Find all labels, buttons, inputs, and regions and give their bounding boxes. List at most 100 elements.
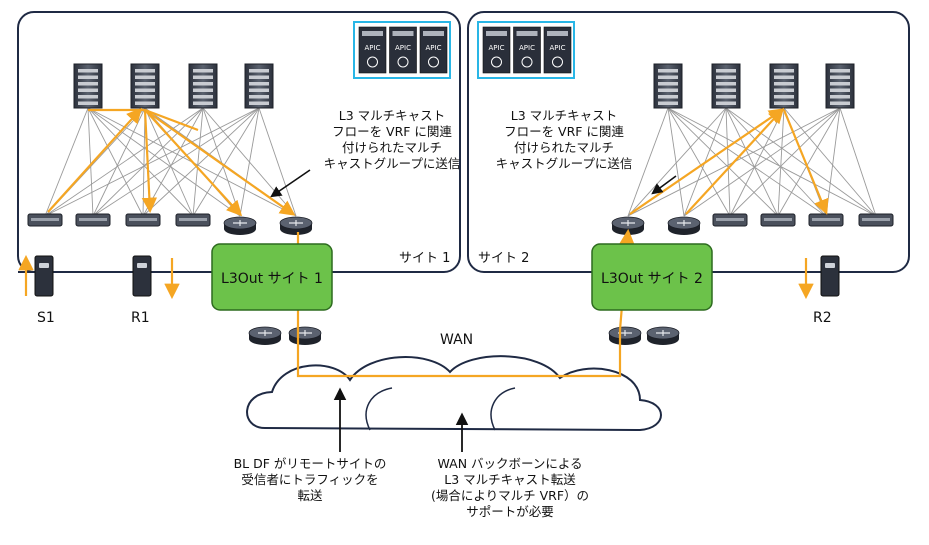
host-r2 — [820, 255, 840, 297]
flow-bl2-to-spine-site2 — [685, 107, 785, 215]
site1-border-leaf-1 — [223, 216, 257, 235]
fabric-link — [683, 107, 841, 217]
spine-switch-slot — [830, 95, 850, 99]
spine-switch-slot — [658, 69, 678, 73]
wan-note-right-line-3: (場合によりマルチ VRF）の — [430, 488, 590, 503]
spine-switch-slot — [658, 95, 678, 99]
fabric-link — [92, 107, 146, 217]
router-arrows-icon — [289, 220, 303, 226]
site2-annotation-line-4: キャストグループに送信 — [495, 156, 633, 171]
wan-note-left: BL DF がリモートサイトの 受信者にトラフィックを 転送 — [220, 456, 400, 504]
spine-switch-slot — [249, 101, 269, 105]
spine-switch-slot — [78, 88, 98, 92]
host-body — [820, 255, 840, 297]
apic-server-icon — [397, 56, 409, 68]
site2-leaf-1 — [712, 213, 748, 227]
fabric-link — [725, 107, 827, 217]
spine-switch-slot — [78, 95, 98, 99]
spine-switch-slot — [193, 82, 213, 86]
spine-switch-slot — [135, 82, 155, 86]
l3out-site1-box — [211, 243, 333, 311]
router-arrows-icon — [298, 330, 312, 336]
host-r1-label: R1 — [131, 310, 150, 326]
fabric-link — [627, 107, 669, 217]
spine-switch-slot — [830, 69, 850, 73]
fabric-link — [725, 107, 731, 217]
fabric-link — [667, 107, 827, 217]
router-arrows-icon — [656, 330, 670, 336]
spine-switch-slot — [658, 101, 678, 105]
fabric-link — [725, 107, 779, 217]
wan-note-left-line-2: 受信者にトラフィックを — [241, 472, 379, 487]
fabric-link — [667, 107, 731, 217]
spine-switch-slot — [658, 82, 678, 86]
site1-fabric-mesh — [44, 107, 297, 217]
apic-server-led — [362, 31, 383, 36]
site1-border-leaf-2 — [279, 216, 313, 235]
router-arrows-icon — [258, 330, 272, 336]
host-bay — [825, 263, 835, 268]
site1-annotation-line-1: L3 マルチキャスト — [338, 108, 446, 123]
flow-bl-to-spine-site2 — [629, 108, 785, 215]
spine-switch-slot — [78, 69, 98, 73]
spine-switch-slot — [193, 69, 213, 73]
host-bay — [39, 263, 49, 268]
fabric-link — [667, 107, 779, 217]
site1-annotation-line-3: 付けられたマルチ — [341, 140, 442, 155]
apic-server-led — [486, 31, 507, 36]
site2-spine-4 — [825, 63, 855, 109]
wan-note-right: WAN バックボーンによる L3 マルチキャスト転送 (場合によりマルチ VRF… — [420, 456, 600, 520]
spine-switch-slot — [249, 95, 269, 99]
site1-annotation-line-4: キャストグループに送信 — [323, 156, 461, 171]
wan-note-left-line-1: BL DF がリモートサイトの — [233, 456, 387, 471]
flow-spine-to-bl2 — [144, 109, 296, 216]
spine-switch-slot — [716, 88, 736, 92]
router-arrows-icon — [677, 220, 691, 226]
site2-leaf-3 — [808, 213, 844, 227]
leaf-switch-ports — [862, 218, 890, 221]
fabric-link — [44, 107, 89, 217]
spine-switch-slot — [135, 75, 155, 79]
host-s1-label: S1 — [37, 310, 55, 326]
spine-switch-slot — [716, 69, 736, 73]
spine-switch-slot — [78, 75, 98, 79]
l3out-site1-label: L3Out サイト 1 — [221, 271, 323, 287]
leaf-switch-ports — [179, 218, 207, 221]
site1-leaf-1 — [27, 213, 63, 227]
apic-server-icon — [552, 56, 563, 68]
site1-spine-1 — [73, 63, 103, 109]
fabric-link — [725, 107, 877, 217]
wan-note-right-line-1: WAN バックボーンによる — [437, 456, 583, 471]
fabric-link — [667, 107, 685, 217]
spine-switch-slot — [135, 88, 155, 92]
site2-spine-3 — [769, 63, 799, 109]
spine-switch-slot — [716, 101, 736, 105]
site2-annotation-line-2: フローを VRF に関連 — [504, 124, 624, 139]
router-arrows-icon — [233, 220, 247, 226]
site2-annotation-line-1: L3 マルチキャスト — [510, 108, 618, 123]
apic-server-icon — [367, 56, 378, 68]
spine-switch-slot — [193, 101, 213, 105]
flow-spine-to-r2-leaf — [782, 109, 829, 215]
leaf-switch-ports — [31, 218, 59, 221]
spine-switch-slot — [249, 75, 269, 79]
fabric-link — [92, 107, 260, 217]
site2-annotation-arrow — [651, 175, 677, 195]
flow-spine-to-r1-leaf — [141, 109, 158, 214]
site2-annotation-line-3: 付けられたマルチ — [513, 140, 614, 155]
spine-switch-slot — [193, 75, 213, 79]
host-r2-label: R2 — [813, 310, 832, 326]
spine-switch-slot — [830, 101, 850, 105]
site2-leaf-4 — [858, 213, 894, 227]
fabric-link — [627, 107, 727, 217]
site2-label: サイト 2 — [478, 251, 530, 266]
host-body — [34, 255, 54, 297]
site1-leaf-2 — [75, 213, 111, 227]
site1-annotation-line-2: フローを VRF に関連 — [332, 124, 452, 139]
apic-server-led — [392, 31, 414, 36]
host-r1 — [132, 255, 152, 297]
